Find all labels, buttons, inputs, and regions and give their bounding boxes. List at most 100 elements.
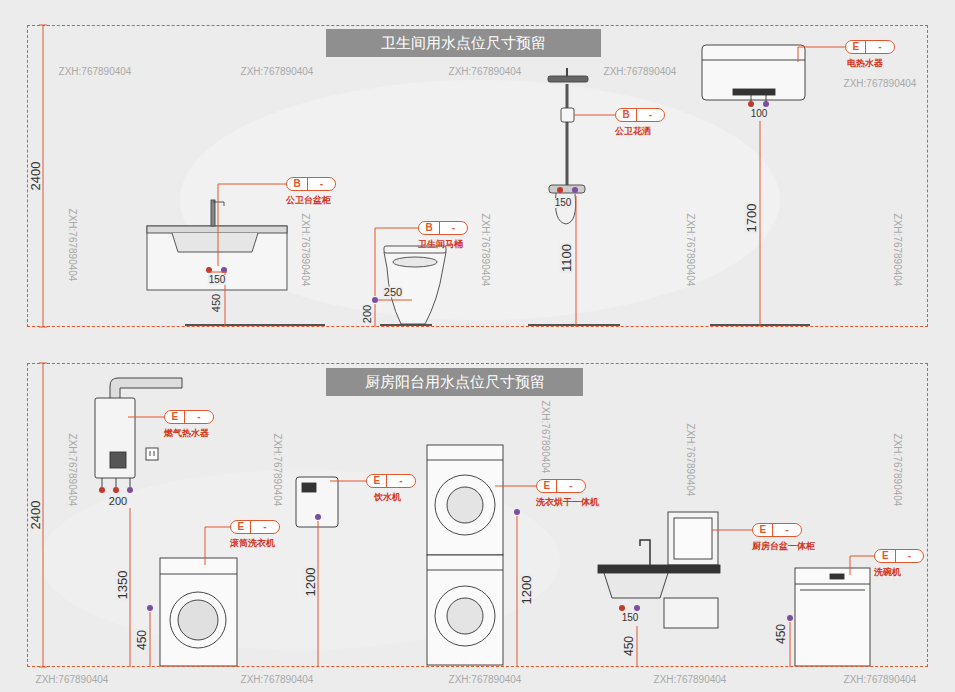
dimension-value: 2400 — [29, 500, 42, 531]
washing-machine — [178, 600, 218, 640]
kitchen-sink — [598, 565, 720, 573]
callout-tag: E-燃气热水器 — [164, 410, 214, 440]
toilet — [384, 246, 446, 324]
tag-letter: E — [875, 550, 896, 562]
tag-pill: E- — [752, 523, 802, 537]
pipe-point — [99, 487, 105, 493]
tag-pill: E- — [874, 549, 924, 563]
pipe-point — [634, 605, 640, 611]
toilet — [393, 257, 437, 267]
pipe-point — [113, 487, 119, 493]
electric-heater — [702, 45, 805, 100]
washing-machine — [160, 558, 237, 666]
tag-letter: B — [287, 178, 308, 190]
pipe-point — [572, 187, 578, 193]
water-dispenser — [296, 477, 338, 527]
watermark: ZXH:767890404 — [67, 434, 77, 507]
leader-line — [330, 481, 366, 482]
dimension-value: 100 — [750, 109, 769, 119]
sink-cabinet — [147, 226, 287, 233]
water-dispenser — [296, 477, 338, 527]
callout-tag: E-洗衣烘干一体机 — [536, 479, 599, 509]
shower — [548, 76, 588, 82]
dimension-line — [517, 516, 518, 667]
watermark: ZXH:767890404 — [241, 67, 314, 77]
pipe-point — [619, 605, 625, 611]
callout-tag: E-滚筒洗衣机 — [230, 520, 280, 550]
callout-tag: B- 公卫花洒 — [615, 108, 666, 138]
washer-dryer — [427, 460, 503, 461]
tag-letter: B — [419, 222, 440, 234]
watermark: ZXH:767890404 — [67, 209, 77, 282]
dimension-line — [43, 25, 44, 327]
dishwasher — [830, 574, 844, 579]
tag-value: - — [866, 41, 893, 53]
dimension-line — [378, 300, 412, 301]
washer-dryer — [427, 445, 503, 555]
leader-line — [798, 47, 845, 62]
dimension-value: 150 — [208, 275, 227, 285]
dimension-value: 1350 — [116, 570, 129, 601]
tag-value: - — [308, 178, 335, 190]
dishwasher — [795, 584, 870, 585]
leader-line — [128, 47, 876, 575]
tag-value: - — [387, 475, 414, 487]
pipe-point — [315, 514, 321, 520]
dimension-line — [318, 521, 319, 667]
dishwasher — [795, 568, 870, 666]
fixture-name: 燃气热水器 — [164, 427, 209, 440]
gas-heater — [116, 478, 117, 487]
watermark: ZXH:767890404 — [300, 214, 310, 287]
tag-value: - — [251, 521, 278, 533]
fixture-name: 卫生间马桶 — [418, 238, 463, 251]
electric-heater — [733, 89, 775, 95]
dimension-line — [760, 121, 761, 327]
dimension-value: 1100 — [560, 243, 573, 273]
pipe-point — [748, 101, 754, 107]
tag-pill: E- — [230, 520, 280, 534]
section-panel: 厨房阳台用水点位尺寸预留E-燃气热水器E-滚筒洗衣机E-饮水机E-洗衣烘干一体机… — [27, 363, 928, 667]
dimension-value: 1200 — [520, 575, 533, 606]
sink-cabinet — [147, 200, 287, 290]
dimension-value: 200 — [362, 304, 373, 324]
pipe-point — [99, 101, 793, 621]
shower — [549, 185, 585, 193]
sink-cabinet — [172, 233, 258, 252]
tag-pill: B- — [286, 177, 337, 191]
shower — [561, 108, 574, 122]
tag-letter: B — [616, 109, 637, 121]
tag-letter: E — [537, 480, 558, 492]
leader-line — [205, 527, 230, 565]
watermark: ZXH:767890404 — [36, 675, 109, 685]
tag-letter: E — [165, 411, 186, 423]
dishwasher — [800, 590, 865, 591]
dimension-line — [207, 272, 227, 273]
dimension-line — [43, 363, 44, 667]
pipe-point — [127, 487, 133, 493]
fixture-name: 电热水器 — [847, 57, 883, 70]
tag-pill: E- — [845, 40, 895, 54]
gas-heater — [146, 448, 158, 460]
tag-letter: E — [367, 475, 388, 487]
fixture-name: 洗碗机 — [874, 566, 901, 579]
watermark: ZXH:767890404 — [59, 67, 132, 77]
dimension-value: 150 — [621, 613, 640, 623]
leader-line — [850, 556, 876, 575]
tag-letter: E — [846, 41, 867, 53]
tag-value: - — [637, 109, 664, 121]
callout-tag: E- 洗碗机 — [874, 549, 924, 579]
washer-dryer — [427, 445, 503, 665]
dimension-line — [790, 622, 791, 667]
dimension-line — [39, 25, 790, 667]
kitchen-sink — [674, 518, 712, 559]
tag-value: - — [557, 480, 584, 492]
fixture-name: 公卫花洒 — [615, 125, 651, 138]
tag-pill: E- — [366, 474, 416, 488]
dishwasher — [795, 568, 870, 666]
dimension-value: 200 — [108, 496, 128, 507]
tag-value: - — [773, 524, 800, 536]
dimension-value: 2400 — [29, 161, 42, 192]
